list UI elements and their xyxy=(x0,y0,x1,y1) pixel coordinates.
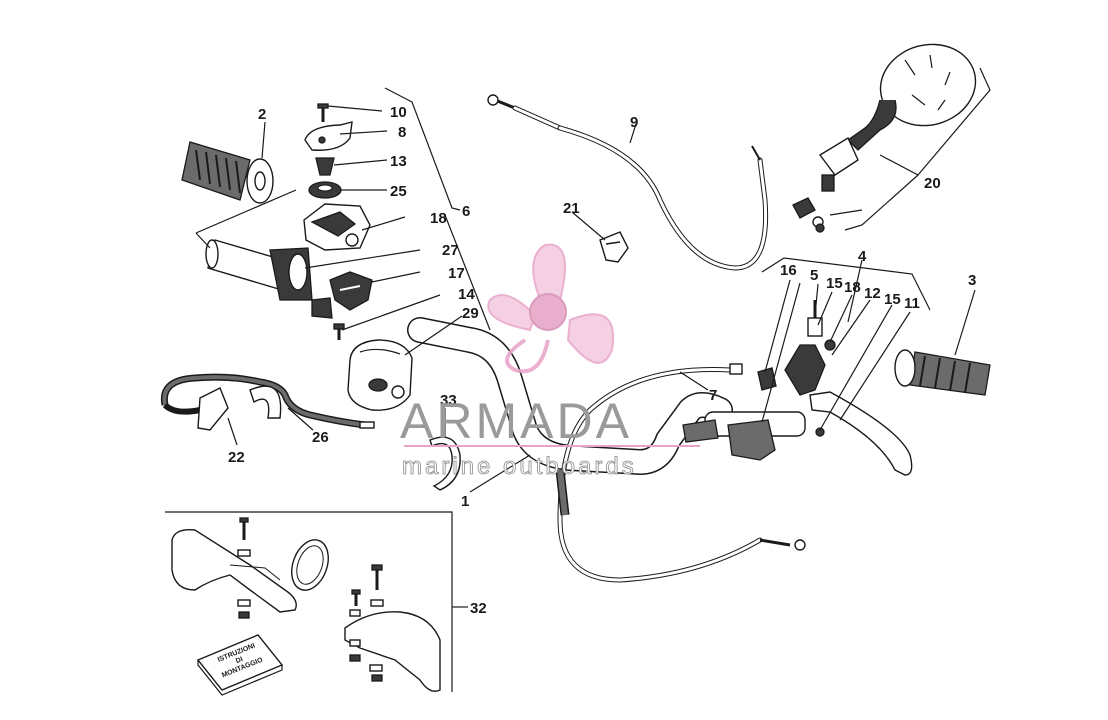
label-12: 12 xyxy=(864,285,881,302)
left-grip xyxy=(181,141,274,204)
throttle-cable xyxy=(487,94,769,271)
left-switch-wiring xyxy=(160,373,375,431)
label-22: 21 xyxy=(563,200,580,217)
label-32: 32 xyxy=(470,600,487,617)
label-33: 33 xyxy=(440,392,457,409)
propeller-logo xyxy=(487,243,615,374)
label-18: 18 xyxy=(844,279,861,296)
label-8: 8 xyxy=(398,124,406,141)
label-27: 27 xyxy=(442,242,459,259)
label-2: 2 xyxy=(258,106,266,123)
throttle-tube xyxy=(205,239,313,301)
label-1: 1 xyxy=(461,493,469,510)
watermark-tagline: marine outboards xyxy=(402,453,637,480)
label-10: 10 xyxy=(390,104,407,121)
label-11: 11 xyxy=(904,295,920,312)
right-grip xyxy=(894,349,991,396)
part-number-labels: 2 10 8 13 25 18 6 27 17 14 29 33 26 22 1… xyxy=(228,104,976,617)
switch-block xyxy=(347,339,413,411)
label-9: 9 xyxy=(630,114,638,131)
armada-watermark: ARMADA marine outboards xyxy=(400,243,700,480)
label-3: 3 xyxy=(968,272,976,289)
label-21: 20 xyxy=(924,175,941,192)
watermark-brand: ARMADA xyxy=(400,393,632,449)
mirror xyxy=(792,43,977,233)
label-6: 6 xyxy=(462,203,470,220)
label-20: 18 xyxy=(430,210,447,227)
label-29: 29 xyxy=(462,305,479,322)
label-5: 5 xyxy=(810,267,818,284)
label-13: 13 xyxy=(390,153,407,170)
label-4: 4 xyxy=(858,248,867,265)
cable-clip xyxy=(599,231,629,263)
brake-lever-assembly xyxy=(757,300,913,476)
label-17: 15 xyxy=(826,275,843,292)
label-28: 25 xyxy=(390,183,407,200)
label-26: 26 xyxy=(312,429,329,446)
leader-lines xyxy=(195,67,991,493)
right-switch xyxy=(682,419,776,461)
label-15: 15 xyxy=(884,291,901,308)
label-16: 16 xyxy=(780,262,797,279)
handguard-kit-box xyxy=(165,511,468,692)
label-7: 7 xyxy=(709,387,717,404)
manual-line-2: DI xyxy=(235,656,244,665)
label-14: 14 xyxy=(458,286,475,303)
instruction-booklet: ISTRUZIONI DI MONTAGGIO xyxy=(196,634,284,696)
label-25: 22 xyxy=(228,449,245,466)
label-19: 17 xyxy=(448,265,465,282)
throttle-assembly-parts xyxy=(303,103,373,340)
clutch-cable xyxy=(555,363,806,583)
